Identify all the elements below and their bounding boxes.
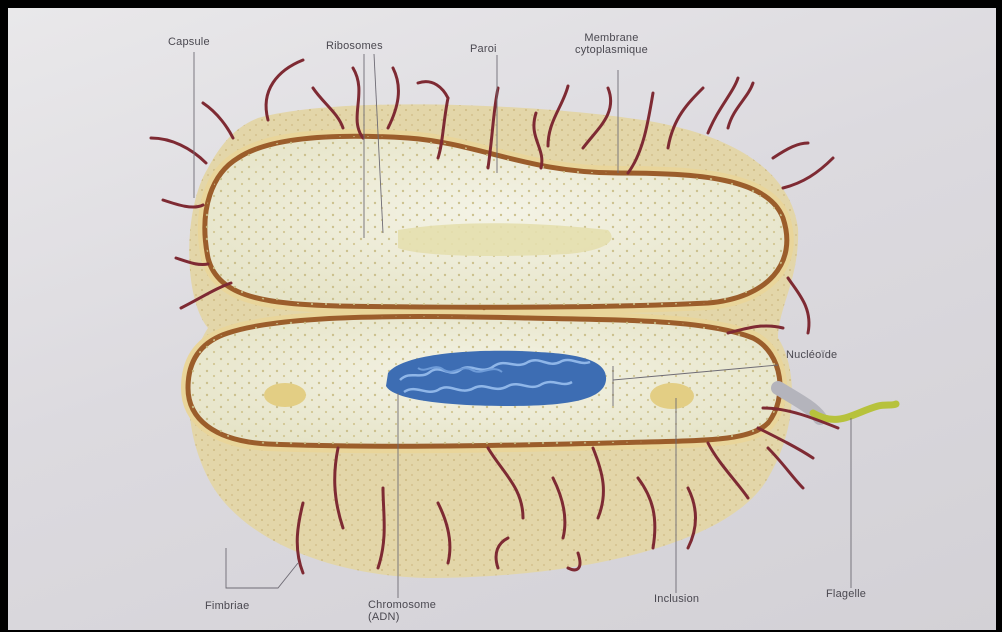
label-membrane-line2: cytoplasmique xyxy=(575,44,648,56)
label-ribosomes: Ribosomes xyxy=(326,40,383,52)
label-chromosome-line2: (ADN) xyxy=(368,611,436,623)
flagellum xyxy=(778,388,896,419)
inclusion-right xyxy=(650,383,694,409)
label-chromosome: Chromosome (ADN) xyxy=(368,599,436,623)
label-nucleoide: Nucléoïde xyxy=(786,349,837,361)
label-flagelle: Flagelle xyxy=(826,588,866,600)
label-membrane-line1: Membrane xyxy=(575,32,648,44)
label-fimbriae: Fimbriae xyxy=(205,600,249,612)
label-inclusion: Inclusion xyxy=(654,593,699,605)
bacterium-diagram xyxy=(8,8,996,630)
chromosome xyxy=(386,351,606,406)
label-capsule: Capsule xyxy=(168,36,210,48)
label-paroi: Paroi xyxy=(470,43,497,55)
label-chromosome-line1: Chromosome xyxy=(368,599,436,611)
diagram-photo: Capsule Ribosomes Paroi Membrane cytopla… xyxy=(8,8,996,630)
label-membrane: Membrane cytoplasmique xyxy=(575,32,648,56)
inclusion-left xyxy=(264,383,306,407)
